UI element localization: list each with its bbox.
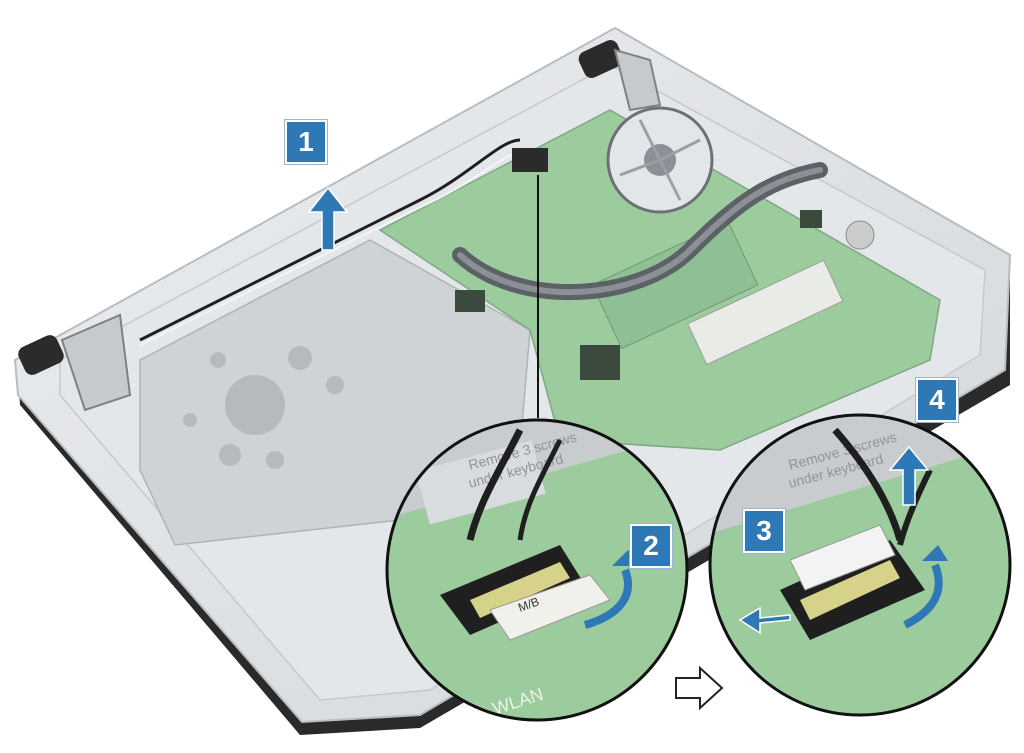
bay-hole — [210, 352, 226, 368]
antenna-cable — [139, 138, 521, 342]
hinge-icon — [578, 40, 662, 112]
memory-module — [591, 220, 759, 350]
step-badge-number: 3 — [756, 515, 772, 546]
bay-hole — [225, 375, 285, 435]
step-badge-number: 4 — [929, 384, 945, 415]
step-badge-number: 1 — [298, 126, 314, 157]
coin-battery — [845, 220, 875, 250]
step-badge-2: 2 — [630, 524, 672, 568]
next-arrow-icon — [675, 665, 724, 711]
cable-label: M/B — [516, 594, 541, 614]
step-badge-number: 2 — [643, 530, 659, 561]
bay-hole — [219, 444, 241, 466]
lift-arrow-icon — [888, 445, 930, 506]
bay-hole — [288, 346, 312, 370]
chip — [455, 290, 485, 312]
bay-hole — [326, 376, 344, 394]
bay-hole — [183, 413, 197, 427]
antenna-cable — [139, 149, 531, 346]
rotate-arrow-icon — [903, 563, 943, 629]
hinge-icon — [18, 313, 132, 412]
step-badge-3: 3 — [743, 509, 785, 553]
display-cable — [466, 428, 524, 541]
pull-arrow-icon — [738, 606, 791, 635]
chip — [800, 210, 822, 228]
lift-arrow-icon — [307, 186, 349, 251]
rotate-arrow-icon — [583, 568, 633, 629]
chipset — [580, 345, 620, 380]
bay-hole — [266, 451, 284, 469]
memory-module-label — [687, 259, 844, 366]
wlan-card-icon — [512, 148, 548, 172]
cooling-assembly — [452, 106, 828, 301]
step-badge-4: 4 — [916, 378, 958, 422]
step-badge-1: 1 — [285, 120, 327, 164]
